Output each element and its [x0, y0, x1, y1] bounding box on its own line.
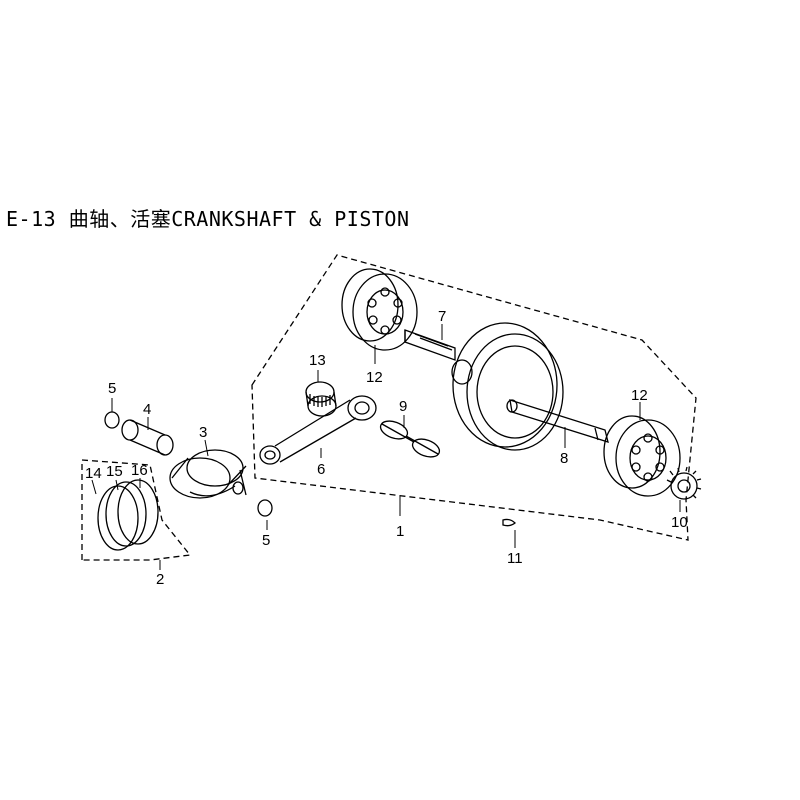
- callout-15: 15: [106, 463, 123, 480]
- crankshaft-group-outline: [251, 254, 697, 541]
- needle-bearing: [305, 381, 337, 417]
- callout-6: 6: [317, 461, 325, 478]
- piston-ring-group-outline: [81, 459, 192, 561]
- callout-5-upper: 5: [108, 380, 116, 397]
- connecting-rod: [259, 395, 377, 465]
- callout-8: 8: [560, 450, 568, 467]
- callout-9: 9: [399, 398, 407, 415]
- callout-13: 13: [309, 352, 326, 369]
- piston: [169, 449, 247, 499]
- diagram-title: E-13 曲轴、活塞CRANKSHAFT & PISTON: [6, 207, 410, 231]
- callout-labels: 1 2 3 4 5 5 6 7 8 9 10 11 12 12 13 14 15…: [85, 308, 688, 588]
- callout-11: 11: [507, 550, 523, 567]
- woodruff-key: [502, 518, 516, 527]
- crankshaft-flywheel: [404, 322, 609, 451]
- callout-14: 14: [85, 465, 102, 482]
- callout-4: 4: [143, 401, 151, 418]
- upper-bearing: [341, 268, 418, 351]
- callout-1: 1: [396, 523, 404, 540]
- crank-pin: [379, 420, 441, 458]
- callout-2: 2: [156, 571, 164, 588]
- leader-lines: [91, 324, 681, 570]
- callout-12-lower: 12: [631, 387, 648, 404]
- callout-7: 7: [438, 308, 446, 325]
- callout-3: 3: [199, 424, 207, 441]
- callout-12-upper: 12: [366, 369, 383, 386]
- crank-gear: [666, 466, 702, 500]
- lower-bearing: [603, 415, 681, 497]
- piston-pin-clip-left: [104, 411, 120, 429]
- callout-5-lower: 5: [262, 532, 270, 549]
- callout-16: 16: [131, 462, 148, 479]
- piston-pin-clip-right: [257, 499, 273, 517]
- piston-rings: [97, 479, 159, 551]
- callout-10: 10: [671, 514, 688, 531]
